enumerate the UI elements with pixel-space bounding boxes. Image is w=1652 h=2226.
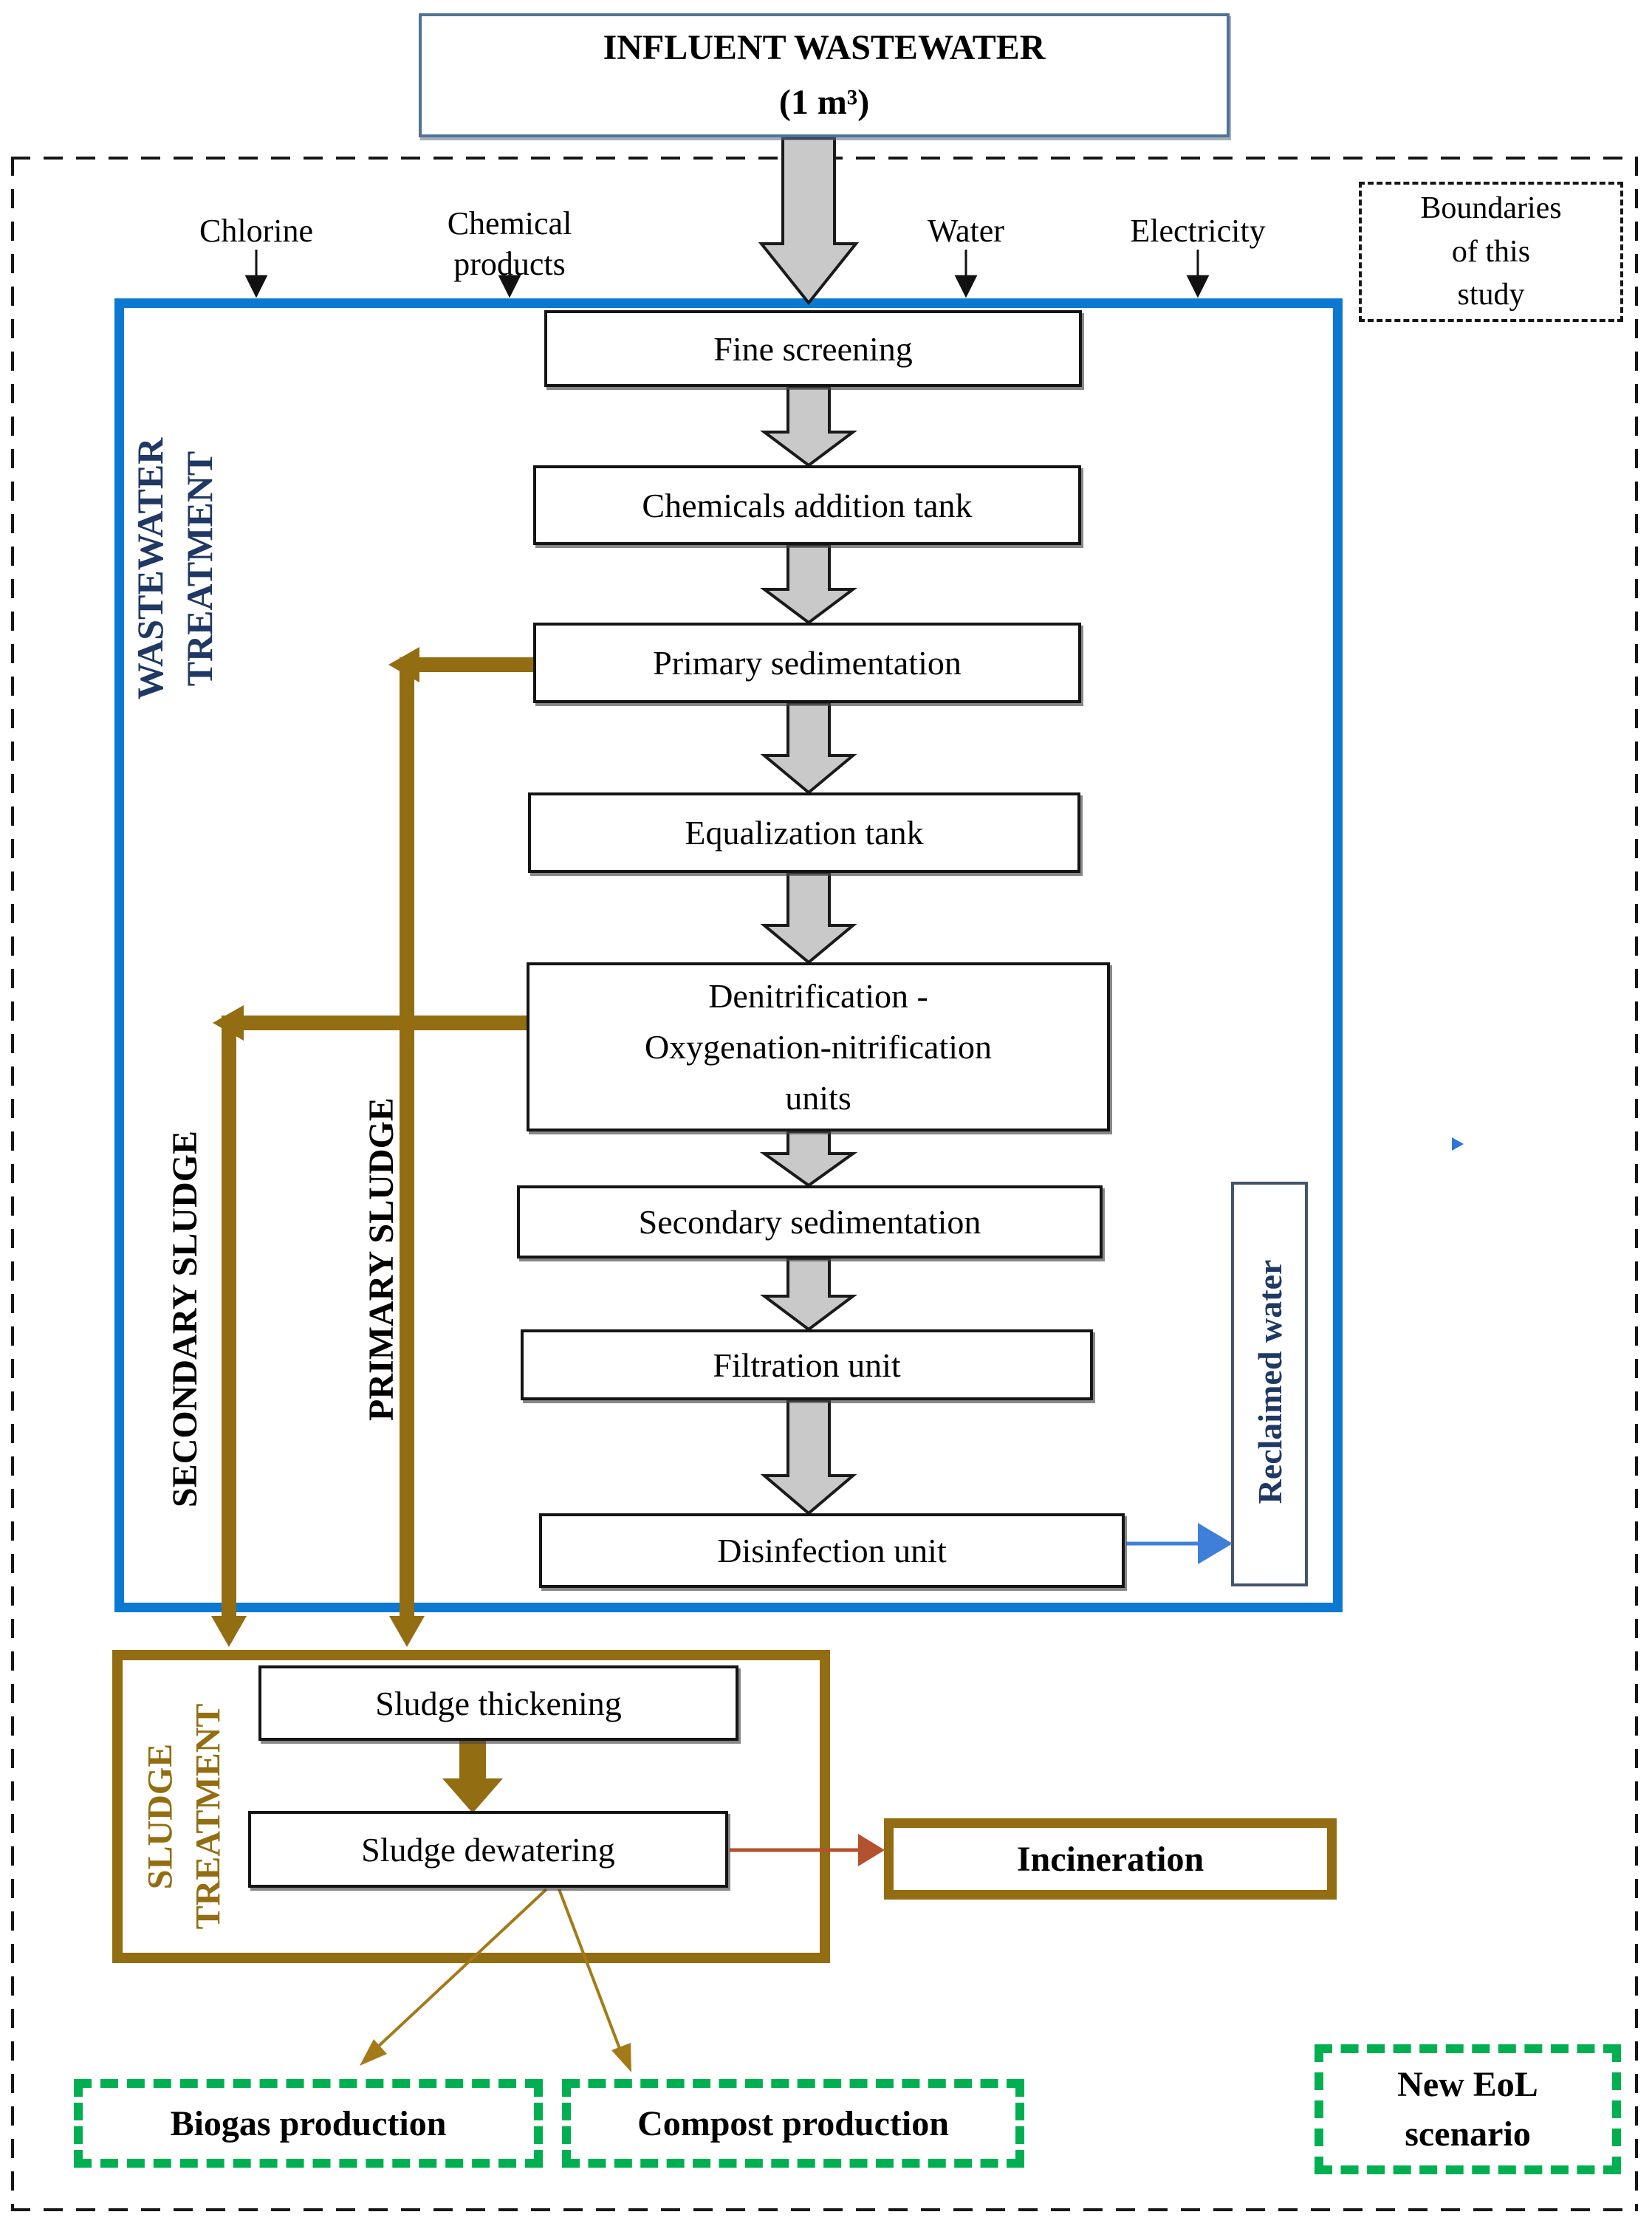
study-boundary-left [11,157,14,2211]
flow-arrow-6-icon [760,1257,857,1332]
unit-secondary-sedimentation: Secondary sedimentation [517,1185,1103,1258]
wastewater-treatment-label: WASTEWATER TREATMENT [128,437,221,700]
unit-fine-screening: Fine screening [544,310,1082,387]
influent-flow-arrow-icon [758,137,860,306]
secondary-sludge-line [211,1005,532,1647]
input-label-chemical-products: Chemical products [447,205,572,282]
compost-arrow-line [558,1888,626,2063]
electricity-arrow-head [1186,275,1210,298]
eol-arrow-icons [360,1888,631,2072]
input-arrow-icons [244,250,1210,298]
compost-production-box: Compost production [562,2079,1024,2168]
reclaimed-water-label: Reclaimed water [1250,1259,1289,1504]
secondary-sludge-label: SECONDARY SLUDGE [165,1131,205,1507]
biogas-arrow-head [360,2039,387,2066]
reclaimed-arrow-head [1198,1523,1233,1564]
study-boundary-bottom [11,2208,1638,2211]
flow-arrow-1-icon [760,386,857,468]
unit-denitrification-oxygenation-nitrification: Denitrification - Oxygenation-nitrificat… [527,962,1110,1131]
wastewater-treatment-frame [114,298,1343,1612]
unit-denitrification-text: Denitrification - Oxygenation-nitrificat… [644,977,993,1117]
unit-sludge-dewatering: Sludge dewatering [248,1811,728,1888]
unit-sludge-thickening: Sludge thickening [258,1665,738,1741]
flow-arrow-3-icon [760,702,857,795]
unit-disinfection: Disinfection unit [539,1513,1125,1588]
sludge-treatment-frame [112,1650,830,1963]
input-label-water: Water [928,212,1004,249]
incineration-arrow-icon [730,1834,885,1866]
new-eol-scenario-text: New EoL scenario [1397,2064,1538,2154]
boundaries-note-box: Boundaries of this study [1359,182,1623,322]
primary-sludge-line [388,647,533,1647]
reclaimed-water-arrow-icon [1126,1523,1233,1564]
chlorine-arrow-head [244,275,268,298]
primary-sludge-label: PRIMARY SLUDGE [361,1097,401,1421]
reclaimed-water-box [1231,1182,1308,1586]
flow-arrow-5-icon [759,1130,858,1188]
compost-arrow-head [611,2043,631,2072]
incineration-arrow-head [858,1834,885,1866]
influent-title: INFLUENT WASTEWATER [603,27,1046,67]
input-label-electricity: Electricity [1130,212,1266,249]
primary-sludge-down-arrow-icon [389,1616,425,1647]
flow-arrow-4-icon [760,871,857,965]
stray-blue-mark [1452,1137,1464,1151]
input-label-chlorine: Chlorine [199,212,313,249]
secondary-sludge-down-arrow-icon [211,1616,247,1647]
unit-primary-sedimentation: Primary sedimentation [533,623,1081,703]
chemical-arrow-head [498,275,521,298]
sludge-internal-arrow-icon [442,1741,503,1813]
biogas-arrow-line [365,1888,548,2059]
flow-arrow-2-icon [760,544,857,625]
new-eol-scenario-box: New EoL scenario [1315,2044,1621,2174]
boundaries-note-text: Boundaries of this study [1420,191,1562,312]
sludge-treatment-label: SLUDGE TREATMENT [140,1703,227,1930]
influent-volume: (1 m³) [778,83,870,122]
process-flow-arrow-icons [759,386,858,1516]
unit-filtration: Filtration unit [521,1329,1093,1400]
unit-equalization-tank: Equalization tank [528,792,1080,873]
unit-chemicals-addition-tank: Chemicals addition tank [533,465,1081,545]
biogas-production-box: Biogas production [74,2079,543,2168]
study-boundary-right [1635,157,1638,2211]
incineration-box: Incineration [884,1818,1337,1900]
water-arrow-head [954,275,978,298]
influent-wastewater-box: INFLUENT WASTEWATER (1 m³) [419,13,1230,137]
flow-arrow-7-icon [760,1399,857,1516]
